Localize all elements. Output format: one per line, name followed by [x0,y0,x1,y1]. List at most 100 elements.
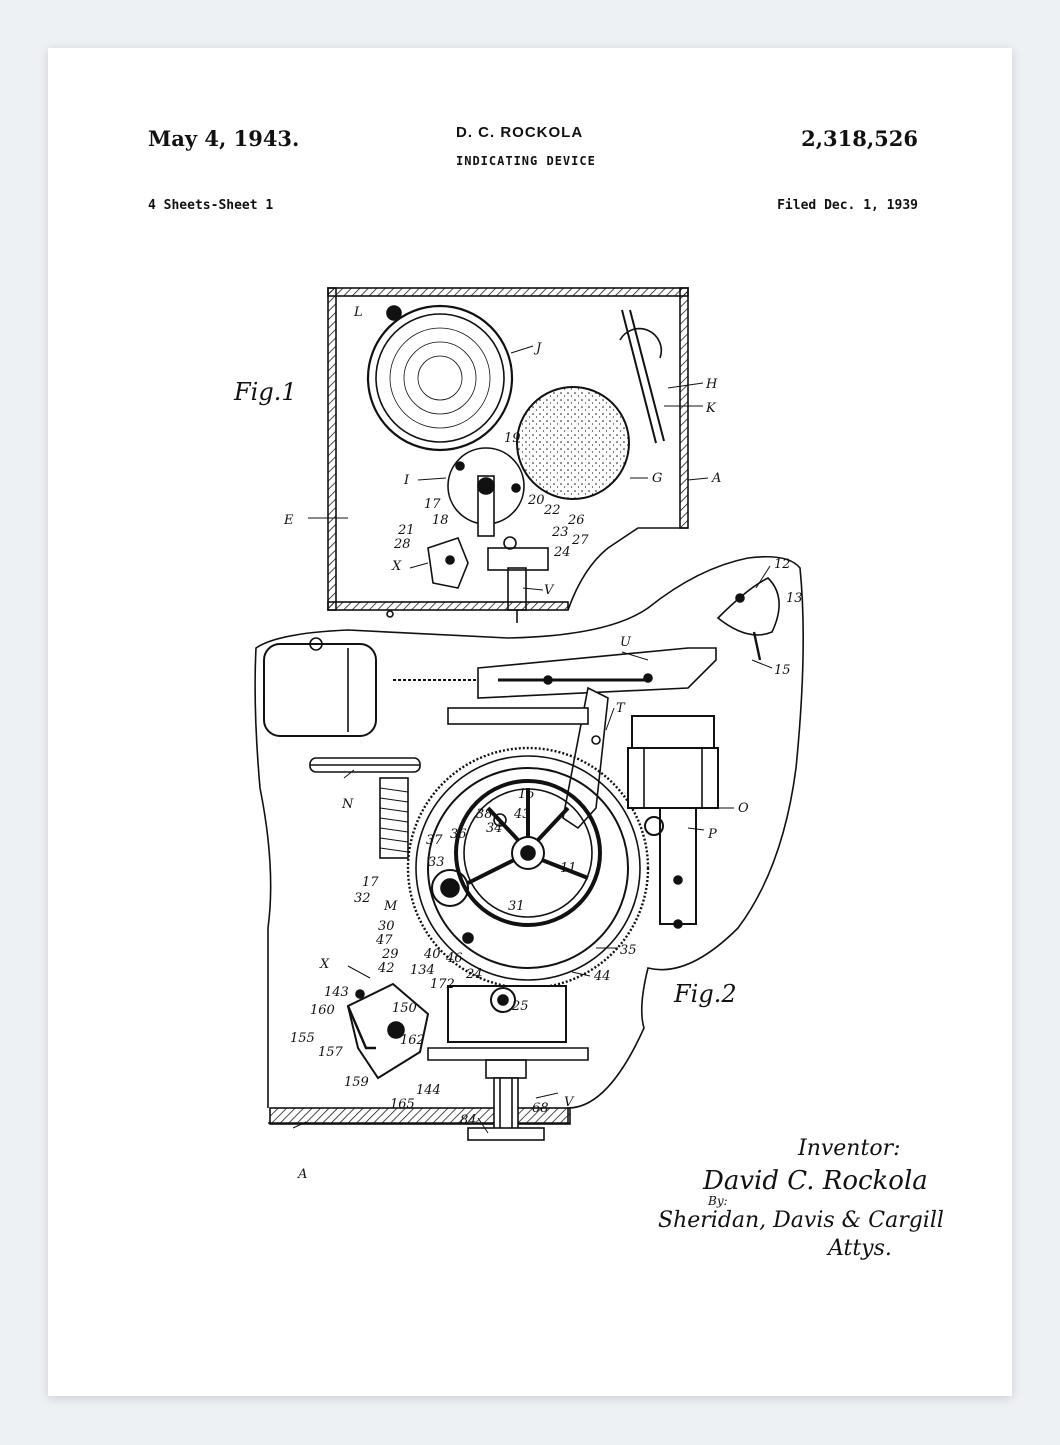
label-22: 22 [543,503,561,518]
inventor-label: Inventor: [798,1136,901,1161]
fig1-top-wall [327,287,689,297]
label-134: 134 [410,963,435,978]
label-42: 42 [377,961,395,976]
wheel-11 [454,779,602,927]
fig1-label: Fig.1 [233,378,297,406]
figure-2 [254,555,804,1141]
label-16: 16 [518,787,535,802]
gear-block [447,985,567,1043]
label-33: 33 [428,855,445,870]
label-U: U [620,635,632,650]
figure-1 [308,287,709,623]
fig2-labels: 12 13 15 U T N O P 16 38 43 34 37 36 33 … [290,557,803,1182]
label-E: E [283,513,294,528]
label-144: 144 [416,1083,441,1098]
label-J: J [533,341,542,356]
knob-17 [431,869,469,907]
fig1-right-wall [679,287,689,529]
label-34: 34 [486,821,503,836]
label-46: 46 [445,951,463,966]
label-17: 17 [424,497,441,512]
label-26: 26 [567,513,585,528]
filed-date: Filed Dec. 1, 1939 [777,198,918,213]
label-157: 157 [318,1045,344,1060]
label-165: 165 [390,1097,415,1112]
label-V: V [544,583,555,598]
fig2-label: Fig.2 [673,980,737,1008]
fig2-outline [254,555,804,1124]
label-38: 38 [476,807,493,822]
label-23: 23 [551,525,569,540]
label-O: O [738,801,749,816]
label-24: 24 [553,545,571,560]
label-12: 12 [774,557,791,572]
label-32: 32 [354,891,371,906]
label-159: 159 [344,1075,369,1090]
patent-drawing: Fig.1 L J H K G A I 19 17 20 22 26 18 21… [233,287,804,1182]
label-40: 40 [423,947,441,962]
reel-j [366,304,514,452]
part-x [427,537,469,589]
label-K: K [705,401,717,416]
fig1-labels: L J H K G A I 19 17 20 22 26 18 21 23 28… [283,305,721,598]
label-M: M [383,899,398,914]
label-15: 15 [774,663,791,678]
disc-g [516,386,630,500]
by-label: By: [708,1194,728,1208]
label-155: 155 [290,1031,315,1046]
label-30: 30 [378,919,395,934]
fig1-wall-contour [567,527,688,611]
label-35: 35 [620,943,637,958]
label-37: 37 [426,833,443,848]
motor [263,643,377,737]
label-162: 162 [400,1033,425,1048]
label-21: 21 [397,523,415,538]
fig1-bottom-wall [327,601,569,611]
label-28: 28 [393,537,411,552]
inventor-header: D. C. ROCKOLA [456,124,584,141]
fig1-left-wall [327,287,337,611]
label-43: 43 [513,807,531,822]
patent-date: May 4, 1943. [148,126,300,151]
label-36: 36 [450,827,467,842]
fig2-base [269,1107,571,1125]
label-20: 20 [527,493,545,508]
label-H: H [705,377,718,392]
label-L: L [353,305,363,320]
label-17b: 17 [362,875,379,890]
label-I: I [403,473,410,488]
label-N: N [341,797,354,812]
patent-title: INDICATING DEVICE [456,154,596,168]
label-24b: 24 [465,967,483,982]
label-47: 47 [375,933,393,948]
label-P: P [707,827,717,842]
label-84: 84 [460,1113,477,1128]
label-V2: V [564,1095,575,1110]
label-25: 25 [511,999,529,1014]
label-G: G [652,471,662,486]
sheet-count: 4 Sheets-Sheet 1 [148,198,274,213]
inventor-signature: David C. Rockola [703,1166,928,1196]
label-29: 29 [381,947,399,962]
label-143: 143 [324,985,349,1000]
label-44: 44 [593,969,611,984]
label-X: X [391,559,402,574]
attys-label: Attys. [828,1236,892,1261]
label-31: 31 [508,899,525,914]
label-A: A [711,471,721,486]
label-27: 27 [571,533,589,548]
label-150: 150 [392,1001,417,1016]
label-68: 68 [532,1101,549,1116]
label-X2: X [319,957,330,972]
label-11: 11 [560,861,577,876]
label-172: 172 [430,977,455,992]
label-18: 18 [432,513,449,528]
patent-sheet: May 4, 1943. D. C. ROCKOLA INDICATING DE… [48,48,1012,1396]
attorneys-signature: Sheridan, Davis & Cargill [658,1208,944,1233]
label-19: 19 [504,431,521,446]
label-13: 13 [786,591,803,606]
label-T: T [616,701,626,716]
label-A2: A [297,1167,307,1182]
label-160: 160 [310,1003,335,1018]
patent-number: 2,318,526 [801,126,918,151]
